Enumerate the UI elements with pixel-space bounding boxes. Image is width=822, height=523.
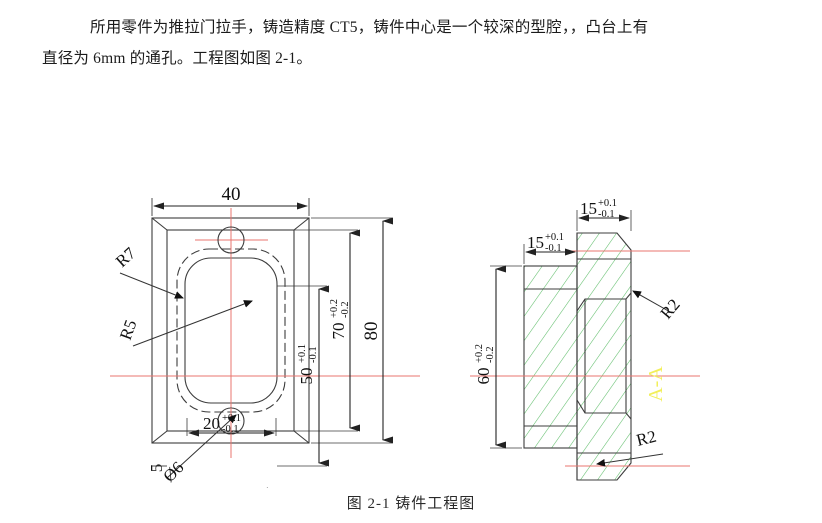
dimension-tol-70-lower: -0.2 — [340, 301, 351, 318]
radius-label-r2-upper: R2 — [657, 295, 684, 322]
dimension-height-50: 50 +0.1 -0.1 — [277, 285, 329, 467]
dimension-tol-15-lower-dn: -0.1 — [545, 243, 562, 254]
section-view-a-a: 15 +0.1 -0.1 15 +0.1 -0.1 — [470, 198, 700, 481]
hole-label-d6: Ø6 — [159, 458, 187, 486]
dimension-tol-50-upper: +0.1 — [297, 344, 308, 363]
dimension-tol-60-upper: +0.2 — [474, 344, 485, 363]
dimension-label-50: 50 — [297, 368, 316, 385]
front-view: 40 80 70 +0.2 -0.2 — [110, 184, 420, 488]
dimension-flange-15-lower: 15 +0.1 -0.1 — [523, 232, 578, 264]
leader-radius-r5: R5 — [116, 300, 253, 347]
dimension-height-80: 80 — [311, 217, 393, 444]
section-centerlines — [470, 250, 700, 467]
dimension-wall-5-left: 5 — [147, 464, 167, 473]
dimension-tol-15-lower-up: +0.1 — [545, 232, 564, 243]
section-label-a-a: A-A — [645, 366, 667, 402]
dimension-tol-15-upper-dn: -0.1 — [598, 209, 615, 220]
dimension-label-5-left: 5 — [147, 464, 166, 473]
leader-through-hole: Ø6 — [159, 414, 237, 486]
dimension-label-15-lower: 15 — [527, 233, 544, 252]
section-outline — [523, 232, 632, 481]
paragraph-line-2: 直径为 6mm 的通孔。工程图如图 2-1。 — [42, 50, 313, 67]
paragraph-line-1: 所用零件为推拉门拉手，铸造精度 CT5，铸件中心是一个较深的型腔，，凸台上有 — [90, 19, 649, 36]
dimension-flange-15-upper: 15 +0.1 -0.1 — [576, 198, 632, 231]
radius-label-r2-lower: R2 — [634, 427, 658, 450]
dimension-label-60: 60 — [474, 368, 493, 385]
dimension-label-15-upper: 15 — [580, 199, 597, 218]
dimension-label-70: 70 — [329, 323, 348, 340]
dimension-tol-15-upper-up: +0.1 — [598, 198, 617, 209]
dimension-tol-60-lower: -0.2 — [485, 346, 496, 363]
dimension-width-40: 40 — [151, 184, 310, 216]
radius-label-r5: R5 — [116, 317, 141, 342]
leader-radius-r7: R7 — [112, 243, 184, 299]
section-hatched-body — [524, 233, 631, 480]
dimension-label-80: 80 — [361, 322, 382, 341]
dimension-pocket-width-20: 20 +0.1 -0.1 — [186, 413, 277, 437]
dimension-label-40: 40 — [222, 184, 241, 205]
dimension-tol-50-lower: -0.1 — [308, 346, 319, 363]
dimension-height-70: 70 +0.2 -0.2 — [294, 229, 360, 432]
dimension-tol-20-lower: -0.1 — [222, 424, 239, 435]
body-paragraph: 所用零件为推拉门拉手，铸造精度 CT5，铸件中心是一个较深的型腔，，凸台上有 直… — [42, 12, 786, 74]
front-view-centerlines — [110, 208, 420, 458]
leader-radius-r2-upper: R2 — [632, 290, 684, 323]
dimension-height-60: 60 +0.2 -0.2 — [474, 265, 522, 449]
figure-caption: 图 2-1 铸件工程图 — [346, 496, 476, 512]
leader-radius-r2-lower: R2 — [596, 427, 664, 467]
dimension-label-20: 20 — [203, 414, 220, 433]
engineering-drawing-figure: 40 80 70 +0.2 -0.2 — [0, 88, 822, 488]
radius-label-r7: R7 — [112, 243, 140, 271]
dimension-tol-70-upper: +0.2 — [329, 299, 340, 318]
